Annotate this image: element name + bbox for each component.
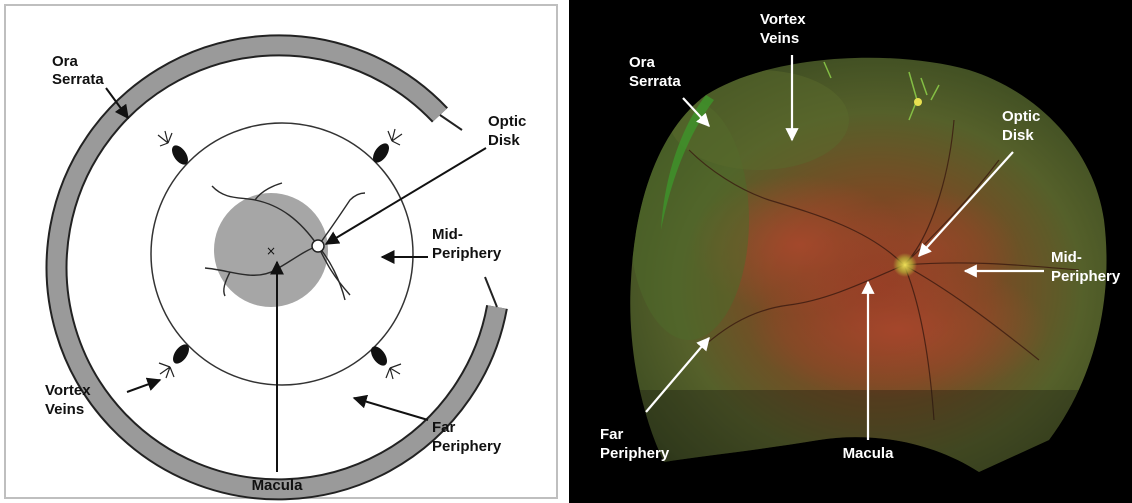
label-macula: Macula [252, 477, 304, 494]
fundus-svg: Vortex Veins Ora Serrata Optic Disk Mid-… [569, 0, 1132, 503]
optic-disk-shape [312, 240, 324, 252]
fovea-marker: × [266, 244, 276, 258]
schematic-svg: × [0, 0, 562, 503]
lash-reflection [914, 98, 922, 106]
schematic-panel: × [0, 0, 562, 503]
optic-disk-spot [893, 253, 917, 277]
label-macula-photo: Macula [843, 445, 895, 462]
fundus-photo-panel: Vortex Veins Ora Serrata Optic Disk Mid-… [569, 0, 1132, 503]
